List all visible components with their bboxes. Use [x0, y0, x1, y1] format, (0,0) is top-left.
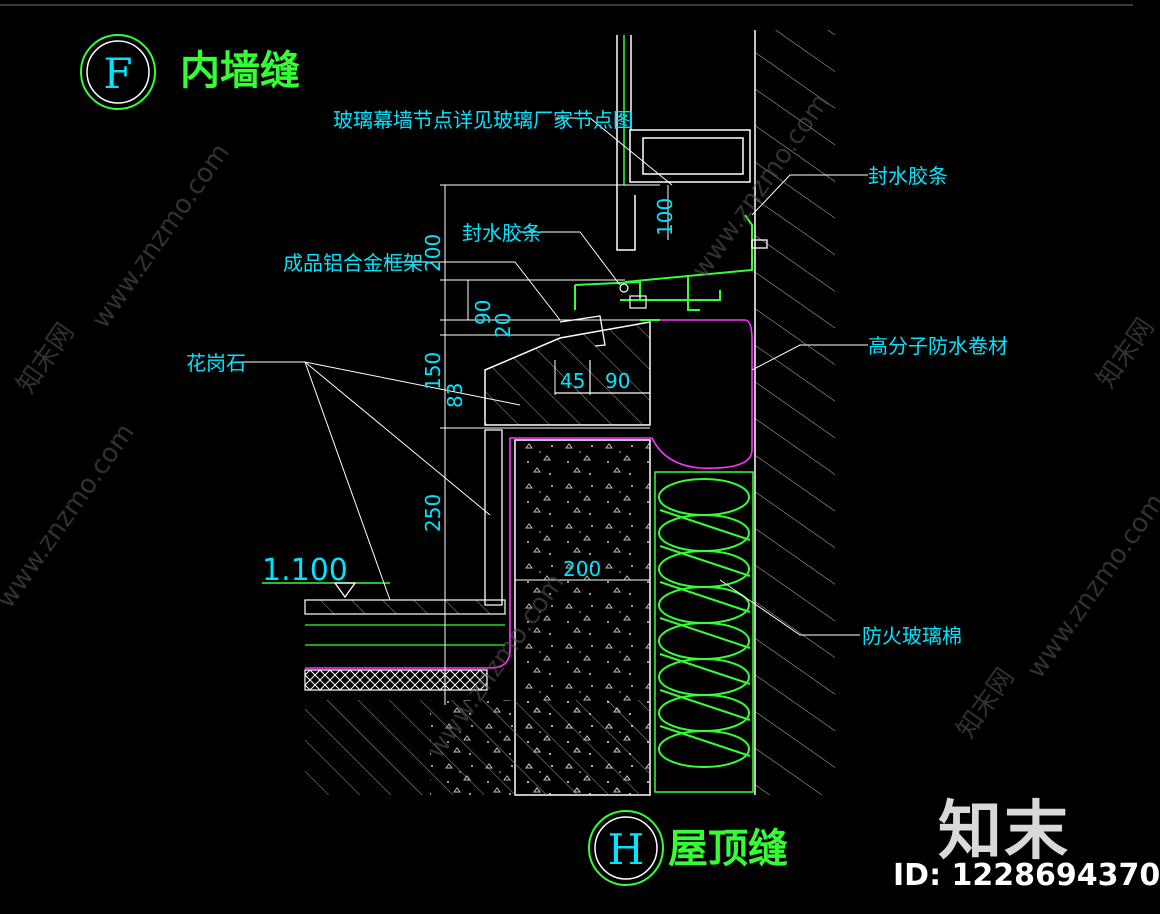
title-roof-joint: 屋顶缝 — [668, 826, 788, 872]
mullion-foot — [616, 185, 636, 251]
aluminum-frame — [574, 275, 721, 311]
glass-frame-outer — [629, 129, 751, 183]
label-waterproof-membrane: 高分子防水卷材 — [868, 334, 1008, 358]
dimension-lines — [440, 184, 669, 705]
brand-logo: 知末 — [938, 795, 1070, 869]
elevation-marker — [262, 582, 390, 599]
label-sealing-strip-right: 封水胶条 — [868, 164, 948, 188]
dim-20: 20 — [491, 313, 515, 338]
dim-200-mid: 200 — [563, 557, 601, 581]
glass-frame-inner — [642, 137, 744, 175]
dim-45: 45 — [560, 369, 585, 393]
marker-f-inner — [86, 40, 150, 104]
drawing-id: ID: 1228694370 — [893, 858, 1160, 893]
watermark-cn-1: 知末网 — [11, 318, 80, 399]
marker-h-outer — [588, 810, 664, 886]
label-fire-glass-wool: 防火玻璃棉 — [862, 624, 962, 648]
watermark-site-4: www.znzmo.com — [1021, 488, 1160, 684]
dim-250: 250 — [421, 494, 445, 532]
floor-finish-layer — [304, 599, 506, 615]
floor-insulation-layer — [304, 669, 488, 691]
label-aluminum-frame: 成品铝合金框架 — [283, 251, 423, 275]
dim-100: 100 — [653, 198, 677, 236]
right-wall-hatch — [755, 30, 835, 795]
frame-bolt — [619, 283, 629, 293]
dim-90-a: 90 — [471, 300, 495, 325]
marker-f-outer — [80, 34, 156, 110]
fire-glass-wool — [654, 471, 754, 793]
watermark-site-2: www.znzmo.com — [0, 418, 141, 614]
leader-lines — [235, 117, 868, 636]
top-border — [0, 4, 1133, 6]
marker-h-inner — [594, 816, 658, 880]
dim-90-b: 90 — [605, 369, 630, 393]
elevation-value: 1.100 — [262, 553, 348, 588]
label-sealing-strip-left: 封水胶条 — [462, 221, 542, 245]
label-glass-curtain: 玻璃幕墙节点详见玻璃厂家节点图 — [333, 108, 633, 132]
marker-h-letter: H — [608, 825, 645, 874]
frame-clip — [629, 295, 647, 309]
dim-83: 83 — [443, 383, 467, 408]
floor-slab-concrete — [430, 700, 650, 795]
watermark-site-1: www.znzmo.com — [86, 138, 236, 334]
dim-200-top: 200 — [421, 234, 445, 272]
watermark-cn-3: 知末网 — [1091, 313, 1160, 394]
watermark-cn-2: 知末网 — [951, 663, 1020, 744]
granite-cladding — [484, 429, 503, 606]
dim-150: 150 — [421, 352, 445, 390]
title-inner-wall-joint: 内墙缝 — [180, 48, 300, 94]
cad-canvas: www.znzmo.com 知末网 www.znzmo.com www.znzm… — [0, 4, 1160, 893]
sealing-bracket — [751, 239, 768, 249]
marker-f-letter: F — [103, 49, 132, 98]
detail-drawing: www.znzmo.com 知末网 www.znzmo.com www.znzm… — [0, 30, 1160, 886]
waterproof-membrane-line — [305, 319, 753, 669]
label-granite: 花岗石 — [186, 351, 246, 375]
